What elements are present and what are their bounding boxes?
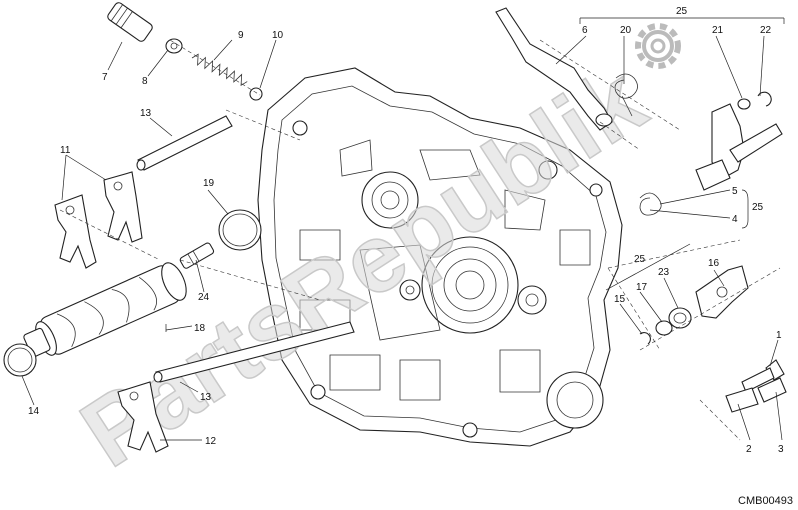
- callout-8: 8: [142, 76, 148, 87]
- callout-17: 17: [636, 282, 648, 293]
- cover-screws-part: [725, 359, 787, 413]
- selector-pin-part: [179, 242, 215, 269]
- callout-21: 21: [712, 25, 724, 36]
- bearing-part: [668, 307, 692, 329]
- callout-25-top: 25: [676, 6, 688, 17]
- callout-15: 15: [614, 294, 626, 305]
- callout-24: 24: [198, 292, 210, 303]
- callout-11: 11: [60, 145, 71, 156]
- callout-13-upper: 13: [140, 108, 152, 119]
- shift-fork-left-part: [54, 194, 97, 269]
- callout-9: 9: [238, 30, 244, 41]
- callout-2: 2: [746, 444, 752, 455]
- callout-23: 23: [658, 267, 670, 278]
- washer-part: [165, 38, 183, 54]
- callout-10: 10: [272, 30, 284, 41]
- return-spring-part: [614, 73, 638, 117]
- shift-lever-part: [495, 7, 613, 131]
- detent-spring-part: [191, 53, 248, 87]
- shaft-spring-part: [639, 192, 662, 216]
- gear-icon: [635, 23, 681, 69]
- o-ring-part: [218, 209, 262, 251]
- callout-6: 6: [582, 25, 588, 36]
- crankcase-half: [257, 67, 623, 447]
- callout-5: 5: [732, 186, 738, 197]
- shaft-washer-part: [737, 98, 751, 110]
- selector-drum-part: [23, 262, 187, 358]
- callout-25-side: 25: [752, 202, 764, 213]
- callout-labels: 7 8 9 10 13 11 19 24 18 14 13 12 25 6 20…: [28, 6, 784, 455]
- callout-12: 12: [205, 436, 217, 447]
- callout-13-lower: 13: [200, 392, 212, 403]
- callout-18: 18: [194, 323, 206, 334]
- detent-ball-part: [249, 87, 263, 101]
- fork-shaft-upper-part: [136, 115, 233, 171]
- callout-4: 4: [732, 214, 738, 225]
- thrust-washer-part: [655, 320, 673, 336]
- assembly-lines: [59, 39, 781, 441]
- drawing-code: CMB00493: [738, 495, 793, 507]
- leader-lines: [21, 35, 783, 441]
- retaining-clip-part: [639, 332, 651, 345]
- callout-3: 3: [778, 444, 784, 455]
- shift-fork-right-part: [103, 171, 143, 243]
- callout-19: 19: [203, 178, 215, 189]
- callout-14: 14: [28, 406, 40, 417]
- shift-shaft-part: [695, 103, 783, 191]
- callout-7: 7: [102, 72, 108, 83]
- callout-25-mid: 25: [634, 254, 646, 265]
- shift-fork-lower-part: [117, 381, 169, 453]
- callout-1: 1: [776, 330, 782, 341]
- callout-20: 20: [620, 25, 632, 36]
- callout-16: 16: [708, 258, 720, 269]
- group-brackets: [165, 17, 785, 332]
- fork-shaft-lower-part: [153, 321, 355, 383]
- callout-22: 22: [760, 25, 772, 36]
- index-plate-part: [695, 265, 749, 319]
- detent-bolt-part: [107, 2, 153, 42]
- drum-o-ring-part: [3, 343, 37, 377]
